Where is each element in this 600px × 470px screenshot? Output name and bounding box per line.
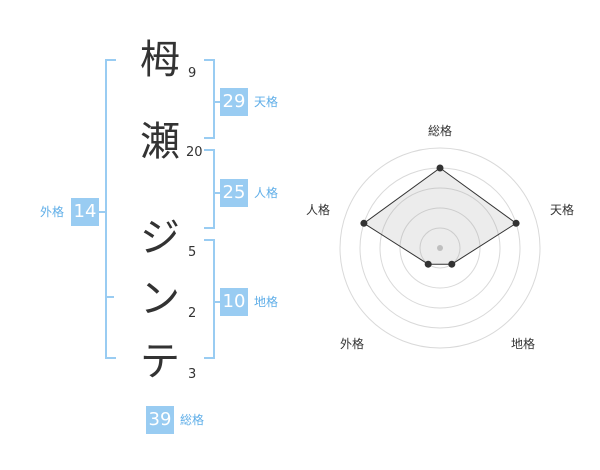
radar-chart: [339, 147, 541, 349]
radar-point-4: [424, 260, 432, 268]
gaikaku-label: 外格: [40, 205, 65, 219]
stroke-count-3: 5: [188, 245, 197, 260]
radar-grid-ring-2: [399, 207, 481, 289]
name-char-5: テ: [140, 339, 180, 385]
chikaku-label: 地格: [254, 295, 279, 309]
name-char-2: 瀬: [140, 119, 180, 165]
stroke-count-1: 9: [188, 66, 197, 81]
jinkaku-bracket: [204, 149, 220, 229]
radar-axis-label-gaikaku: 外格: [340, 337, 365, 351]
radar-grid-ring-1: [419, 227, 461, 269]
radar-grid-ring-5: [339, 147, 541, 349]
soukaku-label: 総格: [180, 413, 205, 427]
soukaku-value: 39: [146, 406, 174, 434]
radar-axis-label-tenkaku: 天格: [550, 203, 575, 217]
radar-data-polygon: [363, 167, 517, 265]
gaikaku-bracket: [98, 59, 116, 359]
radar-axis-label-jinkaku: 人格: [306, 203, 331, 217]
name-char-1: 栂: [140, 37, 180, 83]
name-char-4: ン: [140, 276, 180, 322]
radar-point-3: [448, 260, 456, 268]
stroke-count-5: 3: [188, 367, 197, 382]
tenkaku-label: 天格: [254, 95, 279, 109]
chikaku-value: 10: [220, 288, 248, 316]
tenkaku-bracket: [204, 59, 220, 139]
stroke-count-4: 2: [188, 306, 197, 321]
radar-axis-label-chikaku: 地格: [511, 337, 536, 351]
stroke-count-2: 20: [186, 145, 203, 160]
radar-point-2: [512, 219, 520, 227]
gaikaku-value: 14: [71, 198, 99, 226]
radar-center-dot: [437, 245, 443, 251]
radar-point-1: [436, 164, 444, 172]
chikaku-bracket: [204, 239, 220, 359]
radar-grid-ring-3: [379, 187, 501, 309]
radar-point-5: [360, 219, 368, 227]
jinkaku-value: 25: [220, 179, 248, 207]
name-char-3: ジ: [140, 215, 180, 261]
tenkaku-value: 29: [220, 88, 248, 116]
jinkaku-label: 人格: [254, 186, 279, 200]
radar-axis-label-soukaku: 総格: [428, 124, 453, 138]
